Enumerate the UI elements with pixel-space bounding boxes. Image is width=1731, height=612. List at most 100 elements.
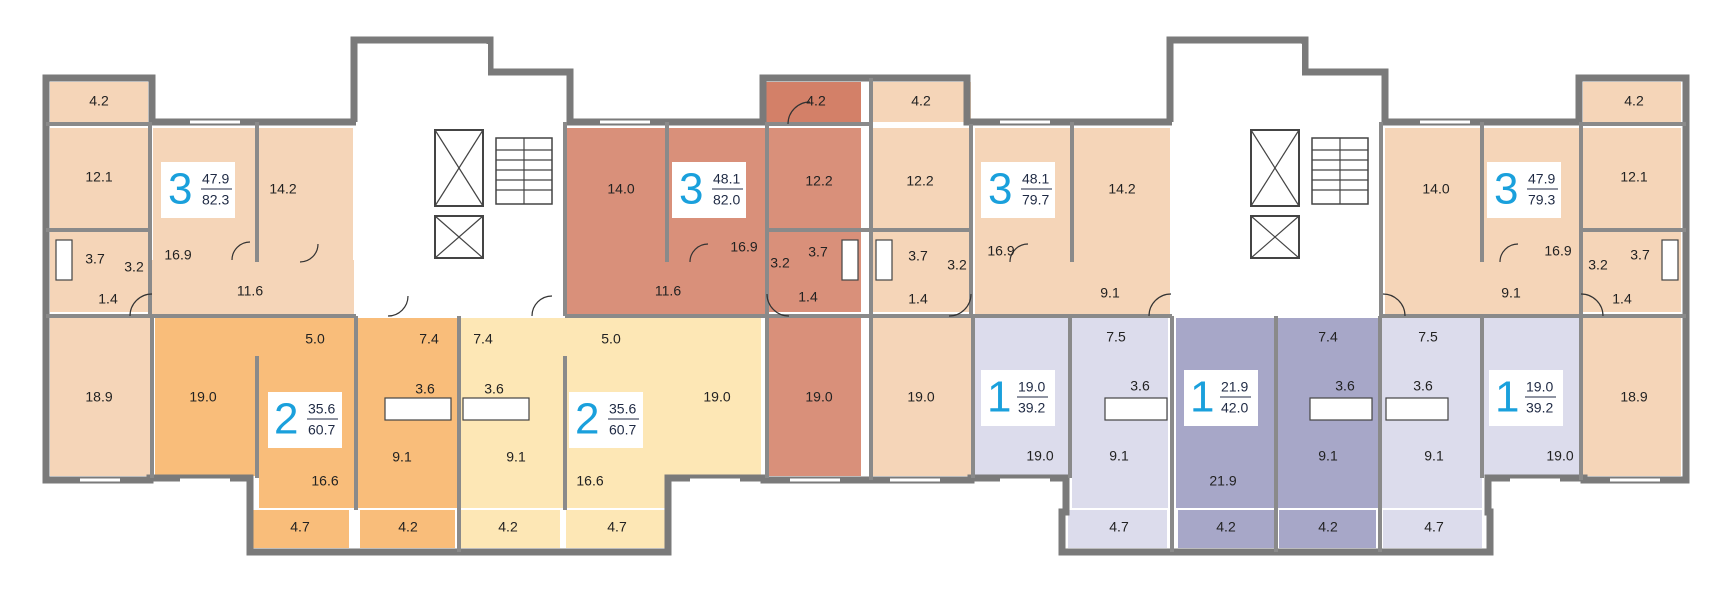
badge-total: 79.3 <box>1528 192 1555 208</box>
interior-walls <box>46 78 1686 552</box>
room-area-label: 4.2 <box>398 519 418 535</box>
room-area-label: 12.2 <box>805 173 832 189</box>
badge-total: 60.7 <box>609 422 636 438</box>
room-area-label: 19.0 <box>1546 448 1573 464</box>
badge-living: 35.6 <box>609 401 636 417</box>
balcony-4-2-mid <box>461 510 560 548</box>
room-area-label: 3.6 <box>1413 378 1433 394</box>
badge-rooms: 3 <box>679 165 703 214</box>
badge-total: 79.7 <box>1022 192 1049 208</box>
room-area-label: 4.2 <box>1318 519 1338 535</box>
room-area-label: 16.9 <box>1544 243 1571 259</box>
room-area-label: 4.2 <box>89 93 109 109</box>
badge-rooms: 3 <box>1494 165 1518 214</box>
room-area-label: 3.2 <box>947 257 967 273</box>
room-area-label: 3.2 <box>770 255 790 271</box>
balcony-4-2-right-top <box>1583 82 1681 122</box>
room-area-label: 3.7 <box>1630 247 1650 263</box>
room-area-label: 7.5 <box>1418 329 1438 345</box>
apartment-badge: 3 48.1 79.7 <box>981 162 1055 218</box>
room-area-label: 7.5 <box>1106 329 1126 345</box>
balcony-4-2-dark-a <box>1178 510 1275 548</box>
badge-living: 21.9 <box>1221 379 1248 395</box>
badge-rooms: 1 <box>1495 373 1519 422</box>
room-area-label: 14.2 <box>1108 181 1135 197</box>
room-area-label: 16.9 <box>730 239 757 255</box>
room-area-label: 1.4 <box>98 291 118 307</box>
room-area-label: 12.2 <box>906 173 933 189</box>
room-19-0-red <box>769 318 861 476</box>
apartment-3-left-fills <box>50 82 354 476</box>
room-area-label: 4.7 <box>607 519 627 535</box>
room-area-label: 9.1 <box>1501 285 1521 301</box>
badge-living: 47.9 <box>1528 171 1555 187</box>
hall-7-5-left <box>1072 318 1168 358</box>
balcony-4-2-left <box>360 510 455 548</box>
badge-living: 47.9 <box>202 171 229 187</box>
badge-rooms: 3 <box>168 165 192 214</box>
badge-rooms: 2 <box>274 395 298 444</box>
core-right <box>1172 44 1381 316</box>
room-18-9-right <box>1583 318 1681 476</box>
badge-living: 19.0 <box>1018 379 1045 395</box>
apartment-badge: 2 35.6 60.7 <box>569 392 643 448</box>
room-area-label: 18.9 <box>1620 389 1647 405</box>
room-area-label: 7.4 <box>1318 329 1338 345</box>
room-area-label: 5.0 <box>601 331 621 347</box>
balcony-4-7-mid <box>566 510 665 548</box>
room-area-label: 3.6 <box>415 381 435 397</box>
room-area-label: 4.7 <box>1109 519 1129 535</box>
balcony-4-2-mid-top <box>873 82 971 122</box>
apartment-2-right-fills <box>461 318 761 548</box>
badge-rooms: 3 <box>988 165 1012 214</box>
bathtub-1b <box>1309 397 1373 421</box>
room-area-label: 9.1 <box>1100 285 1120 301</box>
bathtub-left <box>55 239 73 281</box>
room-area-label: 4.7 <box>1424 519 1444 535</box>
room-area-label: 1.4 <box>798 289 818 305</box>
room-area-label: 14.0 <box>607 181 634 197</box>
room-area-label: 1.4 <box>908 291 928 307</box>
room-area-label: 4.2 <box>498 519 518 535</box>
room-area-label: 12.1 <box>1620 169 1647 185</box>
apartment-badge: 1 19.0 39.2 <box>981 370 1055 426</box>
kitchen-one-right <box>1382 358 1482 508</box>
corridor-right <box>1172 276 1381 316</box>
elevator-small-right <box>1250 215 1300 259</box>
room-area-label: 9.1 <box>1424 448 1444 464</box>
kitchen-one-left <box>1072 358 1168 508</box>
room-area-label: 16.6 <box>576 473 603 489</box>
room-area-label: 19.0 <box>805 389 832 405</box>
elevator-large-right <box>1250 129 1300 207</box>
hall-5-0-right <box>565 318 669 358</box>
room-12-1 <box>50 128 149 228</box>
badge-rooms: 2 <box>575 395 599 444</box>
corridor-left <box>356 276 565 316</box>
room-area-label: 4.2 <box>911 93 931 109</box>
apartment-badge: 3 48.1 82.0 <box>672 162 746 218</box>
kitchen-area-right <box>461 358 565 508</box>
room-18-9-left <box>50 318 150 476</box>
room-12-1-right <box>1583 128 1681 228</box>
room-area-label: 7.4 <box>419 331 439 347</box>
elevator-large-left <box>434 129 484 207</box>
badge-total: 39.2 <box>1526 400 1553 416</box>
bathtub-2b <box>462 397 530 421</box>
room-area-label: 9.1 <box>506 449 526 465</box>
core-left-top <box>358 44 488 119</box>
hall-5-0-left <box>238 318 358 358</box>
room-area-label: 3.6 <box>1130 378 1150 394</box>
room-18-9-mid <box>873 318 971 476</box>
room-area-label: 14.2 <box>269 181 296 197</box>
apartment-badge: 3 47.9 82.3 <box>161 162 235 218</box>
hall-11-6 <box>150 260 354 314</box>
room-area-label: 3.2 <box>1588 257 1608 273</box>
room-area-label: 7.4 <box>473 331 493 347</box>
bathtub-right <box>1661 239 1679 281</box>
room-area-label: 3.7 <box>85 251 105 267</box>
balcony-4-2-red <box>765 82 861 122</box>
room-area-labels: 4.2 12.1 14.2 3.7 3.2 1.4 16.9 11.6 18.9… <box>85 93 1650 535</box>
room-area-label: 3.6 <box>484 381 504 397</box>
room-area-label: 18.9 <box>85 389 112 405</box>
